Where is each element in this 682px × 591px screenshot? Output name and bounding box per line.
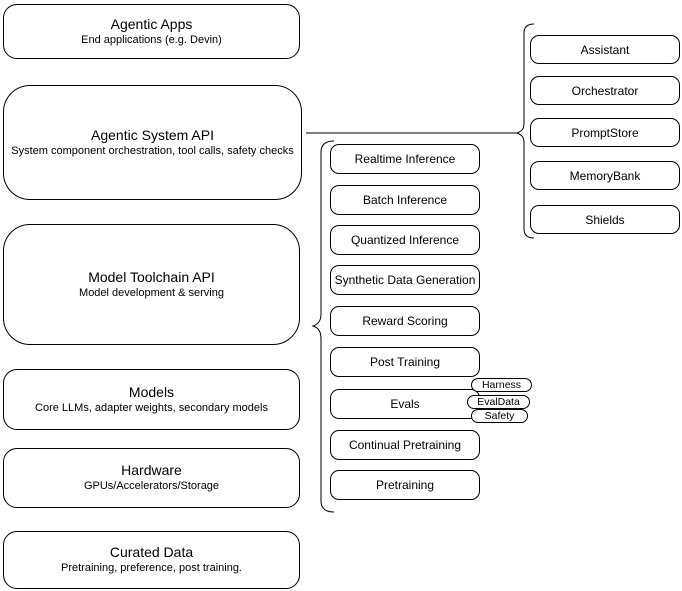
- node-label: Continual Pretraining: [348, 438, 462, 452]
- node-label: Evals: [390, 397, 420, 411]
- node-orchestrator[interactable]: Orchestrator: [530, 76, 680, 105]
- node-label: Assistant: [580, 42, 630, 57]
- node-label: PromptStore: [571, 125, 639, 140]
- box-title: Agentic Apps: [110, 15, 193, 32]
- box-curated-data[interactable]: Curated Data Pretraining, preference, po…: [3, 531, 300, 589]
- node-label: MemoryBank: [569, 168, 641, 183]
- node-shields[interactable]: Shields: [530, 205, 680, 234]
- box-agentic-system-api[interactable]: Agentic System API System component orch…: [3, 85, 302, 200]
- pill-evaldata[interactable]: EvalData: [467, 395, 530, 409]
- node-label: Post Training: [369, 355, 441, 369]
- node-pretraining[interactable]: Pretraining: [330, 470, 480, 500]
- node-memorybank[interactable]: MemoryBank: [530, 161, 680, 190]
- pill-safety[interactable]: Safety: [471, 409, 528, 423]
- node-batch-inference[interactable]: Batch Inference: [330, 185, 480, 215]
- box-subtitle: System component orchestration, tool cal…: [11, 144, 294, 157]
- box-subtitle: Core LLMs, adapter weights, secondary mo…: [35, 401, 268, 414]
- node-realtime-inference[interactable]: Realtime Inference: [330, 144, 480, 174]
- node-label: Pretraining: [375, 478, 435, 492]
- box-subtitle: Pretraining, preference, post training.: [61, 562, 242, 574]
- node-synthetic-data-generation[interactable]: Synthetic Data Generation: [330, 265, 480, 295]
- box-title: Hardware: [121, 462, 182, 478]
- pill-label: Safety: [484, 410, 515, 422]
- box-subtitle: Model development & serving: [79, 286, 224, 299]
- box-subtitle: GPUs/Accelerators/Storage: [83, 480, 220, 492]
- node-quantized-inference[interactable]: Quantized Inference: [330, 225, 480, 255]
- box-agentic-apps[interactable]: Agentic Apps End applications (e.g. Devi…: [3, 4, 300, 59]
- box-hardware[interactable]: Hardware GPUs/Accelerators/Storage: [3, 448, 300, 508]
- pill-label: Harness: [481, 379, 522, 391]
- pill-harness[interactable]: Harness: [471, 378, 532, 392]
- box-title: Agentic System API: [91, 126, 214, 143]
- node-assistant[interactable]: Assistant: [530, 35, 680, 64]
- box-models[interactable]: Models Core LLMs, adapter weights, secon…: [3, 369, 300, 430]
- node-label: Reward Scoring: [362, 314, 448, 328]
- node-label: Realtime Inference: [354, 152, 456, 166]
- node-label: Quantized Inference: [350, 233, 460, 247]
- node-label: Shields: [585, 212, 625, 227]
- node-post-training[interactable]: Post Training: [330, 347, 480, 377]
- node-label: Batch Inference: [362, 193, 448, 207]
- node-evals[interactable]: Evals: [330, 389, 480, 419]
- box-model-toolchain-api[interactable]: Model Toolchain API Model development & …: [3, 224, 300, 345]
- box-subtitle: End applications (e.g. Devin): [81, 33, 222, 46]
- pill-label: EvalData: [477, 396, 520, 408]
- node-reward-scoring[interactable]: Reward Scoring: [330, 306, 480, 336]
- box-title: Curated Data: [109, 544, 194, 560]
- box-title: Model Toolchain API: [88, 268, 215, 285]
- box-title: Models: [128, 383, 175, 400]
- node-promptstore[interactable]: PromptStore: [530, 118, 680, 147]
- node-label: Orchestrator: [571, 83, 639, 98]
- node-continual-pretraining[interactable]: Continual Pretraining: [330, 430, 480, 460]
- node-label: Synthetic Data Generation: [334, 273, 476, 287]
